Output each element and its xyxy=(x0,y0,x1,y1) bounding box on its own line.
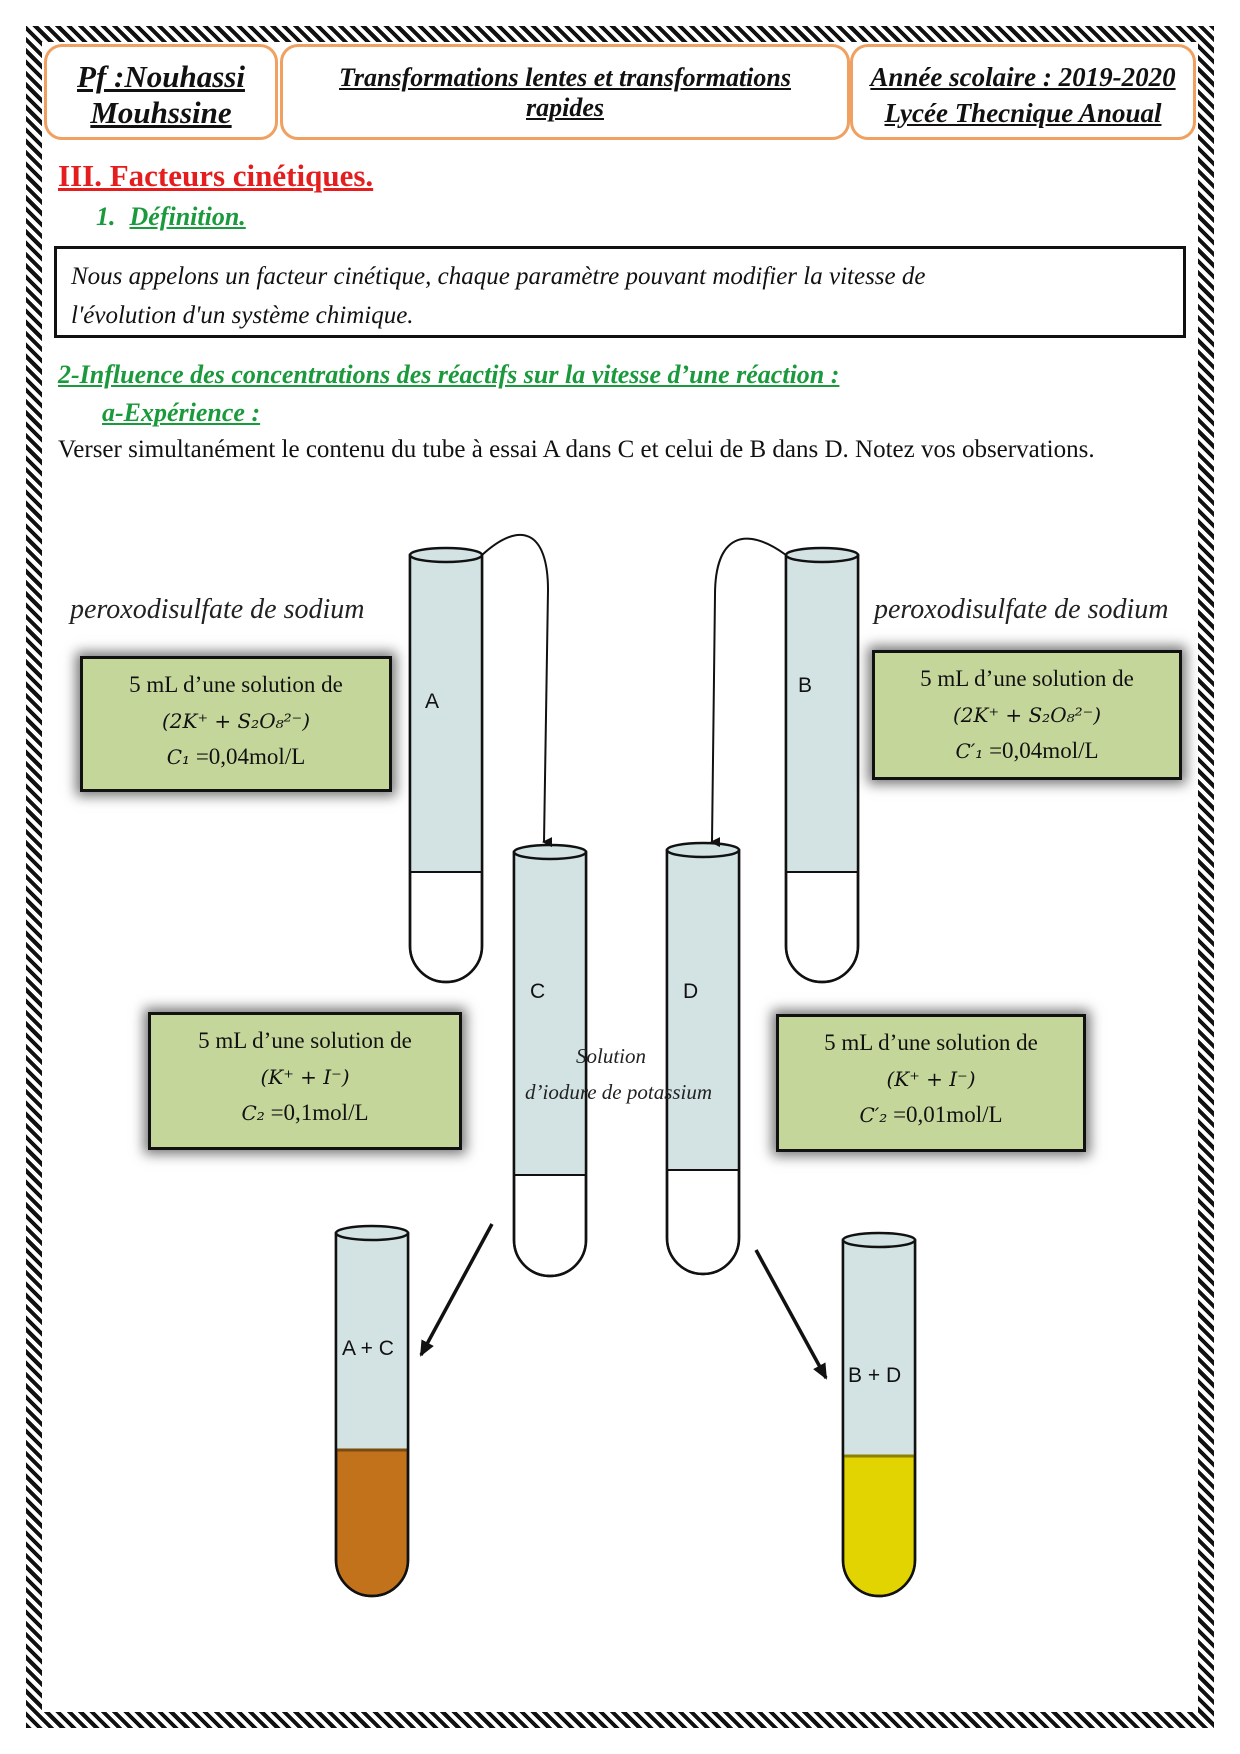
box-d-conc-label: C′₂ xyxy=(859,1103,888,1127)
tube-bd-label: B + D xyxy=(848,1364,901,1387)
school-box: Année scolaire : 2019-2020 Lycée Thecniq… xyxy=(850,44,1196,140)
tube-d xyxy=(665,841,741,1276)
box-b-formula: (2K⁺ + S₂O₈²⁻) xyxy=(952,703,1101,727)
solution-box-a: 5 mL d’une solution de (2K⁺ + S₂O₈²⁻) C₁… xyxy=(80,656,392,792)
definition-number: 1. xyxy=(96,202,116,231)
section-heading: III. Facteurs cinétiques. xyxy=(58,158,374,193)
concentration-heading: 2-Influence des concentrations des réact… xyxy=(58,360,840,389)
box-a-formula: (2K⁺ + S₂O₈²⁻) xyxy=(161,709,310,733)
tube-c-label: C xyxy=(530,980,545,1003)
solution-box-b: 5 mL d’une solution de (2K⁺ + S₂O₈²⁻) C′… xyxy=(872,650,1182,780)
teacher-box: Pf :Nouhassi Mouhssine xyxy=(44,44,278,140)
box-a-conc-value: =0,04mol/L xyxy=(195,744,306,769)
result-arrow-right xyxy=(754,1249,828,1380)
definition-label: Définition. xyxy=(129,202,246,231)
box-b-conc-value: =0,04mol/L xyxy=(989,738,1099,763)
definition-subheading: 1. Définition. xyxy=(96,202,246,232)
box-c-conc-label: C₂ xyxy=(241,1101,265,1125)
tube-ac-label: A + C xyxy=(342,1337,394,1360)
lesson-title-line1: Transformations lentes et transformation… xyxy=(339,63,791,92)
pour-arrow-b-to-d xyxy=(710,537,787,848)
result-arrow-left xyxy=(419,1223,494,1357)
reagent-label-right: peroxodisulfate de sodium xyxy=(874,594,1169,625)
solution-box-c: 5 mL d’une solution de (K⁺ + I⁻) C₂ =0,1… xyxy=(148,1012,462,1150)
tube-b-plus-d xyxy=(841,1231,917,1598)
school-name: Lycée Thecnique Anoual xyxy=(884,98,1162,128)
box-d-volume: 5 mL d’une solution de xyxy=(824,1030,1038,1055)
definition-line1: Nous appelons un facteur cinétique, chaq… xyxy=(71,263,926,290)
box-c-conc-value: =0,1mol/L xyxy=(270,1100,369,1125)
box-c-volume: 5 mL d’une solution de xyxy=(198,1028,412,1053)
tube-c xyxy=(512,843,588,1278)
solution-box-d: 5 mL d’une solution de (K⁺ + I⁻) C′₂ =0,… xyxy=(776,1014,1086,1152)
box-b-volume: 5 mL d’une solution de xyxy=(920,666,1134,691)
tube-b-label: B xyxy=(798,674,812,697)
school-year: Année scolaire : 2019-2020 xyxy=(870,62,1176,92)
tube-b xyxy=(784,546,860,984)
box-a-conc-label: C₁ xyxy=(166,745,191,769)
tube-a-plus-c xyxy=(334,1224,410,1598)
experiment-instruction: Verser simultanément le contenu du tube … xyxy=(58,436,1095,463)
box-a-volume: 5 mL d’une solution de xyxy=(129,672,343,697)
box-d-conc-value: =0,01mol/L xyxy=(893,1102,1003,1127)
reagent-label-left: peroxodisulfate de sodium xyxy=(70,594,365,625)
tube-a xyxy=(408,546,484,984)
teacher-surname: Mouhssine xyxy=(90,95,232,130)
box-b-conc-label: C′₁ xyxy=(955,739,984,763)
page-border xyxy=(26,26,1214,1728)
lesson-title-box: Transformations lentes et transformation… xyxy=(280,44,850,140)
ki-solution-line2: d’iodure de potassium xyxy=(525,1080,713,1104)
tube-a-label: A xyxy=(425,690,439,713)
pour-arrow-a-to-c xyxy=(481,534,553,848)
definition-line2: l'évolution d'un système chimique. xyxy=(71,302,414,329)
experiment-heading: a-Expérience : xyxy=(102,398,261,427)
lesson-title-line2: rapides xyxy=(526,93,604,122)
definition-box: Nous appelons un facteur cinétique, chaq… xyxy=(54,246,1186,338)
tube-d-label: D xyxy=(683,980,698,1003)
box-c-formula: (K⁺ + I⁻) xyxy=(260,1065,350,1089)
teacher-name: Pf :Nouhassi xyxy=(77,59,245,94)
box-d-formula: (K⁺ + I⁻) xyxy=(886,1067,976,1091)
ki-solution-line1: Solution xyxy=(576,1044,647,1068)
